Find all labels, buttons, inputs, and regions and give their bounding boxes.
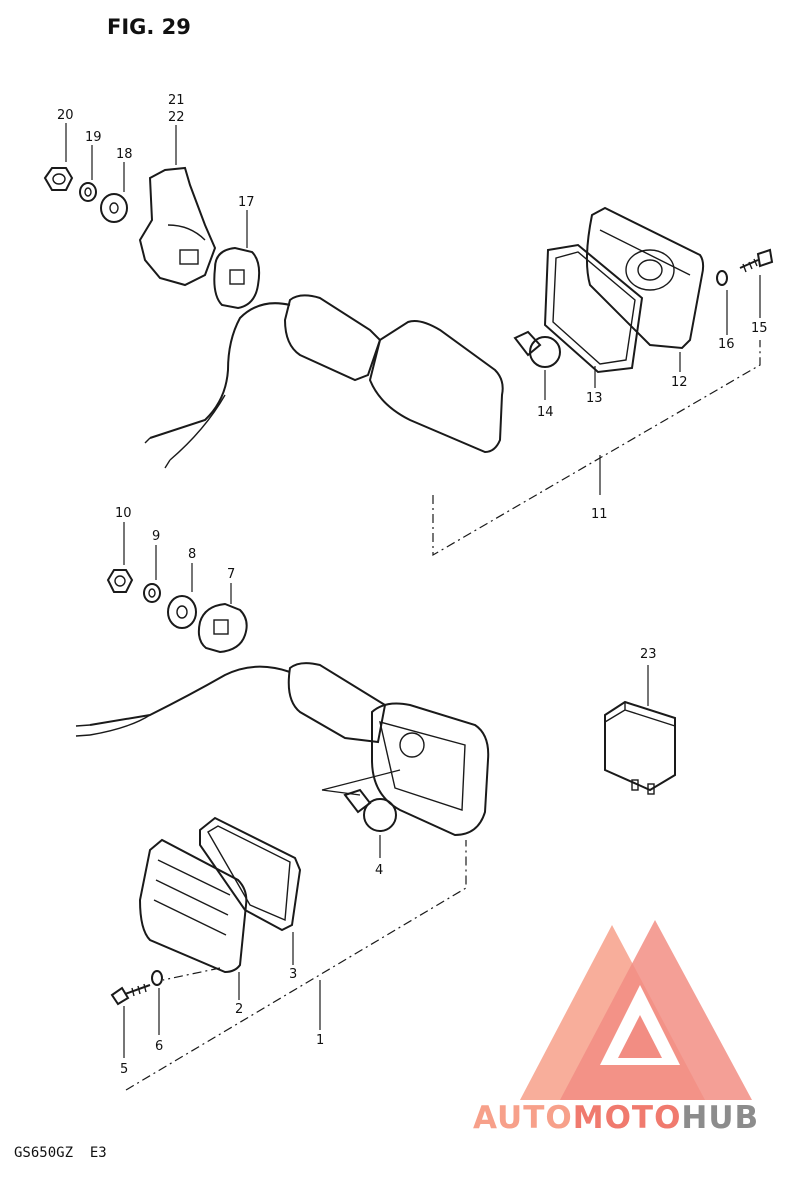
rear-turn-signal-assembly-bottom <box>75 522 676 1091</box>
relay-part-23 <box>604 700 676 795</box>
nut-part-10 <box>106 569 134 593</box>
grommet-part-17 <box>213 246 261 310</box>
lock-washer-part-9 <box>143 583 161 603</box>
watermark-part-hub: HUB <box>681 1100 759 1136</box>
callout-13: 13 <box>586 391 603 406</box>
callout-6: 6 <box>155 1039 163 1054</box>
watermark-text: AUTOMOTOHUB <box>473 1100 759 1136</box>
turn-signal-body-part-1 <box>75 662 490 837</box>
callout-2: 2 <box>235 1002 243 1017</box>
callout-7: 7 <box>227 567 235 582</box>
callout-10: 10 <box>115 506 132 521</box>
washer-part-8 <box>167 595 197 629</box>
callout-14: 14 <box>537 405 554 420</box>
lens-part-12 <box>585 206 705 350</box>
callout-1: 1 <box>316 1033 324 1048</box>
washer-part-16 <box>716 270 728 286</box>
lock-washer-part-19 <box>79 182 97 202</box>
callout-20: 20 <box>57 108 74 123</box>
figure-title: FIG. 29 <box>107 15 191 39</box>
gasket-part-3 <box>199 816 302 932</box>
callout-11: 11 <box>591 507 608 522</box>
callout-17: 17 <box>238 195 255 210</box>
callout-21: 21 <box>168 93 185 108</box>
callout-4: 4 <box>375 863 383 878</box>
callout-19: 19 <box>85 130 102 145</box>
callout-5: 5 <box>120 1062 128 1077</box>
gasket-part-13 <box>543 243 644 374</box>
automotohub-logo <box>520 920 752 1100</box>
callout-16: 16 <box>718 337 735 352</box>
bulb-part-4 <box>321 769 401 832</box>
callout-22: 22 <box>168 110 185 125</box>
callout-8: 8 <box>188 547 196 562</box>
nut-part-20 <box>43 167 74 191</box>
model-code: GS650GZ E3 <box>14 1145 107 1161</box>
bulb-part-14 <box>513 330 561 368</box>
callout-18: 18 <box>116 147 133 162</box>
rear-turn-signal-assembly-top <box>43 123 774 557</box>
turn-signal-body-part-11 <box>144 294 504 469</box>
callout-15: 15 <box>751 321 768 336</box>
callout-9: 9 <box>152 529 160 544</box>
washer-part-18 <box>100 193 128 223</box>
lens-part-2 <box>138 838 248 974</box>
bracket-part-21-22 <box>138 166 217 287</box>
screw-part-15 <box>739 248 774 273</box>
screw-part-5 <box>110 983 151 1006</box>
callout-labels: 20 19 18 21 22 17 14 13 12 16 15 11 10 9… <box>57 93 768 1077</box>
callout-23: 23 <box>640 647 657 662</box>
grommet-part-7 <box>197 602 248 654</box>
watermark-part-moto: MOTO <box>573 1100 682 1136</box>
washer-part-6 <box>151 970 163 986</box>
callout-12: 12 <box>671 375 688 390</box>
callout-3: 3 <box>289 967 297 982</box>
watermark-part-auto: AUTO <box>473 1100 573 1136</box>
